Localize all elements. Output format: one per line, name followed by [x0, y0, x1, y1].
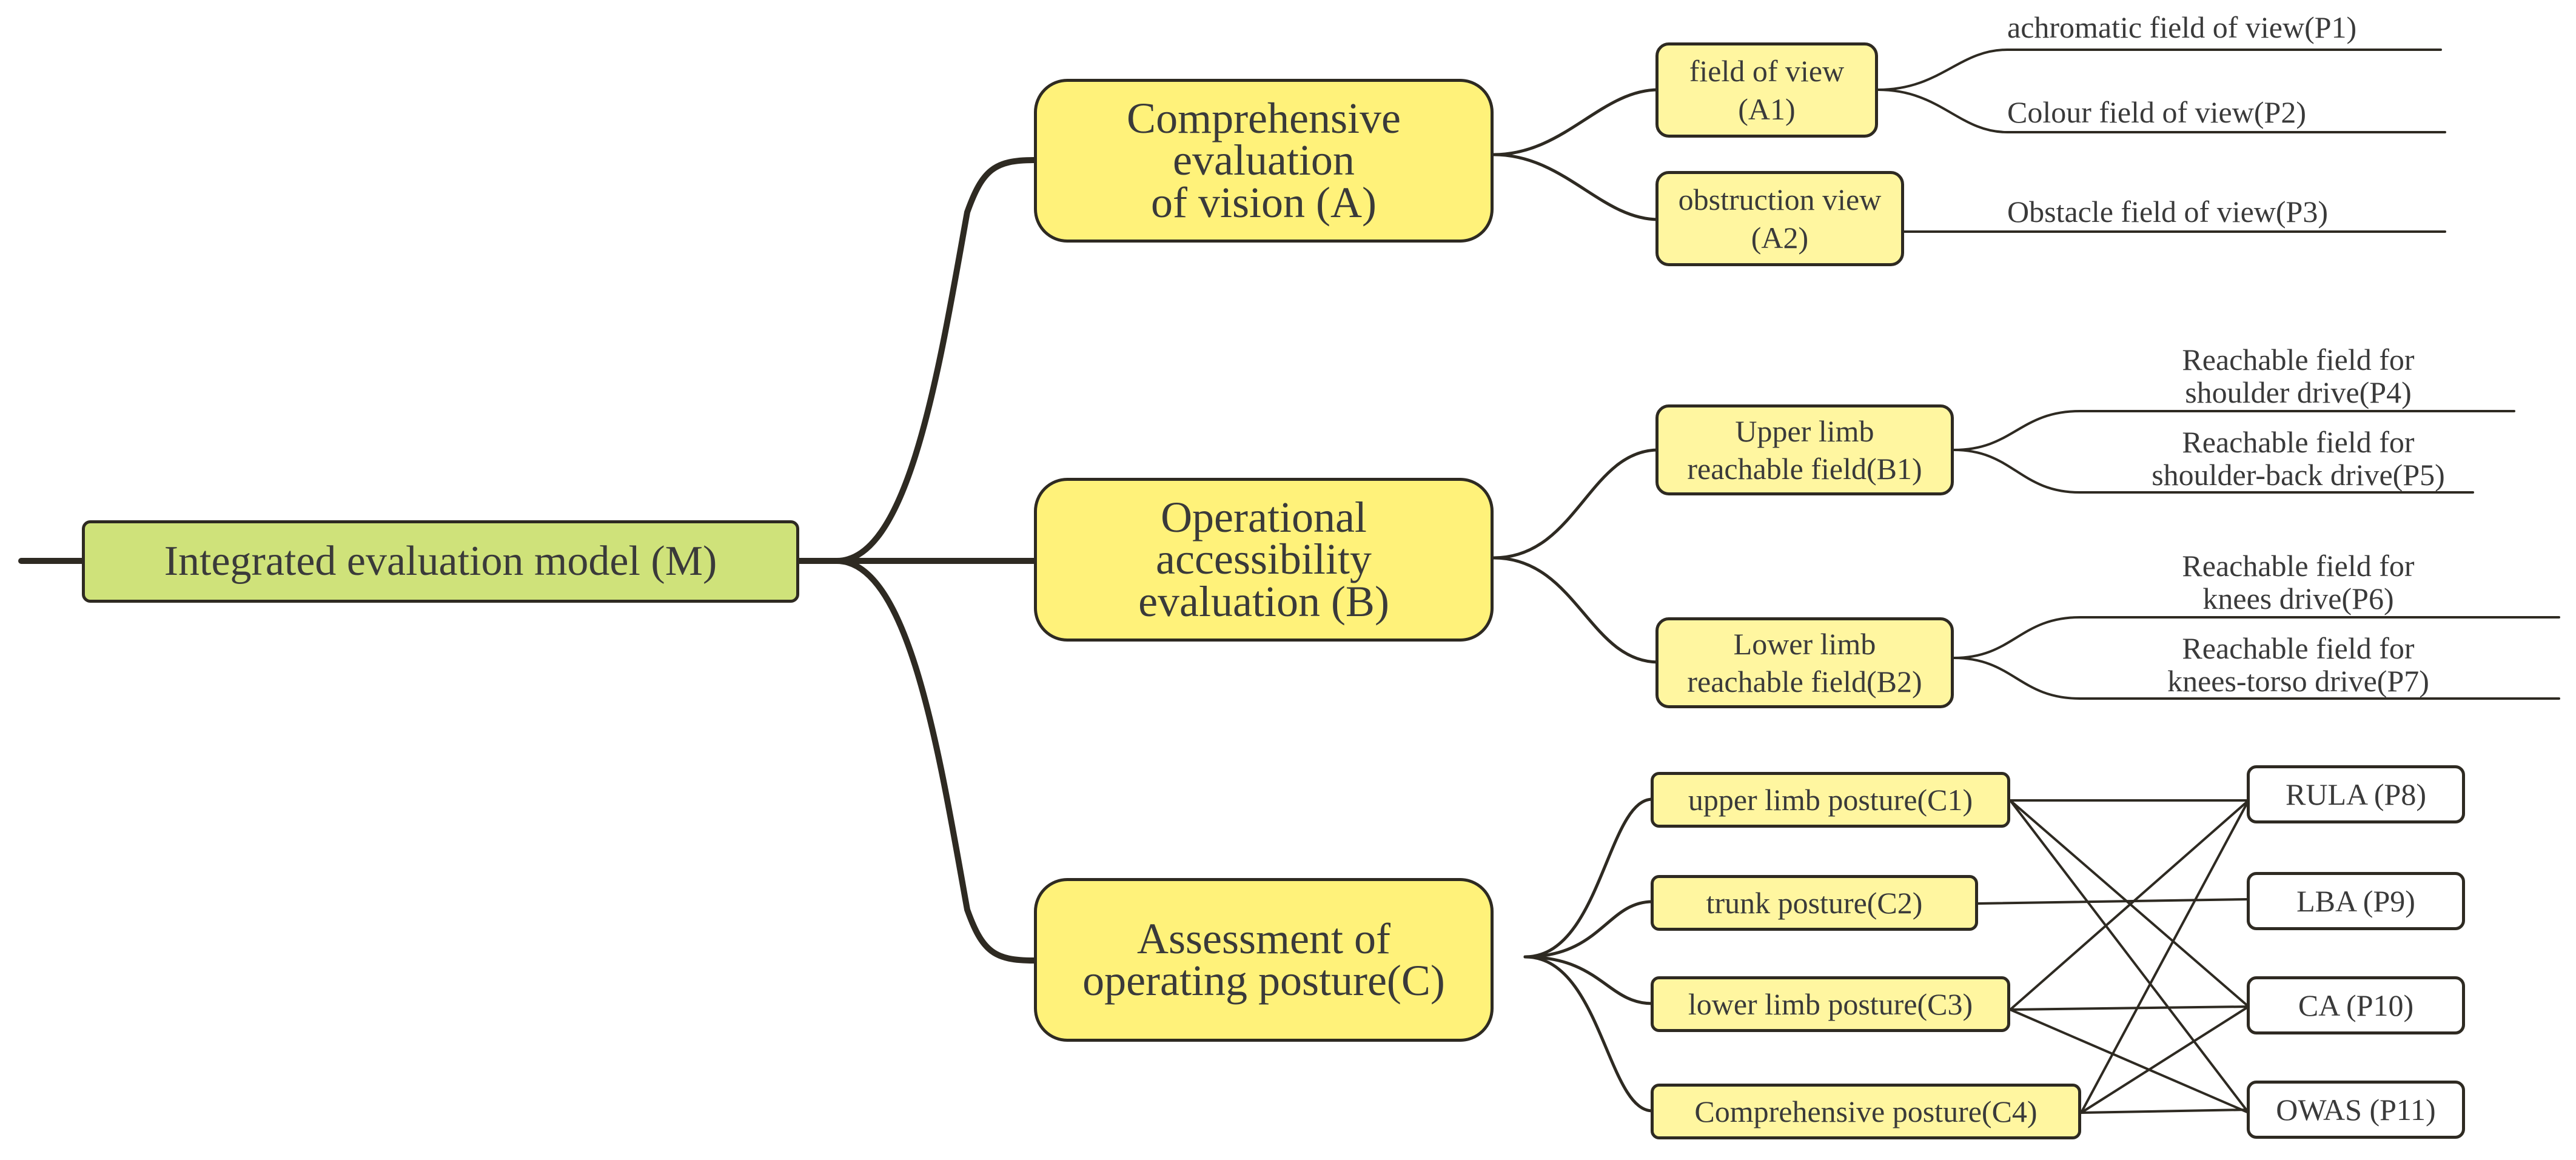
node-c-label: Assessment of operating posture(C) — [1082, 914, 1445, 1005]
root-node-m-label: Integrated evaluation model (M) — [164, 538, 717, 585]
node-a2-label: obstruction view (A2) — [1678, 183, 1882, 255]
link-c4-p8 — [2080, 799, 2250, 1114]
edge-a-a2 — [1492, 153, 1660, 221]
edge-b2-p6 — [1953, 616, 2560, 659]
node-a-vision: Comprehensive evaluation of vision (A) — [1034, 79, 1494, 243]
leaf-p9-label: LBA (P9) — [2296, 884, 2415, 918]
edge-a-a1 — [1492, 88, 1660, 156]
leaf-p11-label: OWAS (P11) — [2276, 1093, 2436, 1127]
node-c4: Comprehensive posture(C4) — [1651, 1084, 2081, 1139]
link-c3-p10 — [2009, 1005, 2250, 1011]
node-c2: trunk posture(C2) — [1651, 875, 1978, 931]
link-c3-p11 — [2009, 1008, 2250, 1114]
leaf-p1: achromatic field of view(P1) — [2007, 10, 2357, 44]
node-b-accessibility: Operational accessibility evaluation (B) — [1034, 478, 1494, 642]
edge-c-c1 — [1523, 797, 1654, 959]
edge-c-c2 — [1523, 900, 1654, 959]
leaf-p3: Obstacle field of view(P3) — [2007, 195, 2329, 229]
node-c2-label: trunk posture(C2) — [1706, 886, 1923, 920]
leaf-p7: Reachable field for knees-torso drive(P7… — [2167, 631, 2429, 698]
leaf-p10-label: CA (P10) — [2298, 988, 2414, 1022]
edge-a1-p2 — [1877, 89, 2446, 133]
link-c4-p11 — [2080, 1108, 2250, 1114]
edge-b1-p5 — [1953, 449, 2474, 494]
node-a2: obstruction view (A2) — [1655, 171, 1904, 266]
node-c1-label: upper limb posture(C1) — [1688, 783, 1973, 817]
node-c-posture: Assessment of operating posture(C) — [1034, 878, 1494, 1042]
node-b2: Lower limb reachable field(B2) — [1655, 617, 1954, 708]
link-c1-p11 — [2009, 799, 2250, 1114]
node-a1-label: field of view (A1) — [1689, 54, 1845, 126]
node-b2-label: Lower limb reachable field(B2) — [1687, 626, 1922, 699]
node-c4-label: Comprehensive posture(C4) — [1694, 1095, 2038, 1128]
edge-b-b1 — [1492, 448, 1660, 560]
node-b1: Upper limb reachable field(B1) — [1655, 404, 1954, 495]
leaf-p9-lba: LBA (P9) — [2247, 872, 2465, 930]
leaf-p4: Reachable field for shoulder drive(P4) — [2182, 343, 2415, 409]
leaf-p6: Reachable field for knees drive(P6) — [2182, 549, 2415, 615]
edge-b1-p4 — [1953, 410, 2515, 451]
node-a-label: Comprehensive evaluation of vision (A) — [1127, 94, 1401, 227]
link-c3-p8 — [2009, 799, 2250, 1011]
edge-m-c — [834, 558, 1037, 964]
link-c4-p10 — [2080, 1005, 2250, 1114]
node-b-label: Operational accessibility evaluation (B) — [1138, 493, 1389, 626]
node-c3: lower limb posture(C3) — [1651, 976, 2010, 1032]
edge-m-a — [834, 157, 1037, 564]
leaf-p2: Colour field of view(P2) — [2007, 95, 2306, 129]
node-c3-label: lower limb posture(C3) — [1688, 987, 1973, 1021]
leaf-p11-owas: OWAS (P11) — [2247, 1081, 2465, 1139]
node-c1: upper limb posture(C1) — [1651, 772, 2010, 828]
leaf-p8-label: RULA (P8) — [2286, 777, 2426, 811]
edge-c-c3 — [1523, 955, 1654, 1005]
edge-b-b2 — [1492, 556, 1660, 664]
leaf-p8-rula: RULA (P8) — [2247, 765, 2465, 823]
root-node-m: Integrated evaluation model (M) — [82, 520, 799, 603]
node-b1-label: Upper limb reachable field(B1) — [1687, 414, 1922, 486]
leaf-p10-ca: CA (P10) — [2247, 976, 2465, 1034]
edge-c-c4 — [1523, 955, 1654, 1113]
node-a1: field of view (A1) — [1655, 42, 1878, 138]
leaf-p5: Reachable field for shoulder-back drive(… — [2152, 425, 2445, 492]
edge-b2-p7 — [1953, 657, 2560, 700]
edge-a1-p1 — [1877, 49, 2442, 91]
link-c2-p9 — [1977, 898, 2250, 905]
